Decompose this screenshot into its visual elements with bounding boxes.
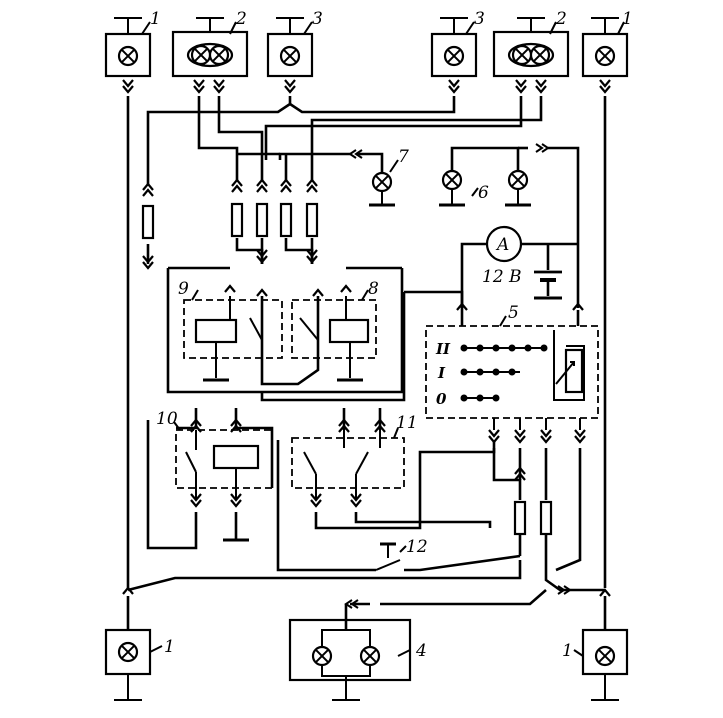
label-battery: 12 B [482, 267, 522, 287]
switch-position-0: 0 [436, 390, 447, 408]
label-button-12: 12 [406, 537, 428, 557]
lamp-2-top-left [171, 17, 249, 94]
relay-10 [175, 429, 273, 542]
label-lamp-7: 7 [398, 147, 409, 167]
label-lamp-1-top-left: 1 [150, 9, 161, 29]
lamps-6 [437, 169, 533, 207]
lamp-1-top-right [581, 17, 629, 94]
wires [126, 96, 607, 630]
switch-position-2: II [435, 340, 451, 358]
label-lamp-3-top-left: 3 [312, 9, 323, 29]
battery [534, 270, 562, 300]
relay-8 [291, 296, 377, 382]
lamp-7 [367, 171, 397, 207]
label-lamp-1-bottom-left: 1 [164, 637, 175, 657]
label-lamp-1-bottom-right: 1 [562, 641, 573, 661]
labels: 1 2 3 3 2 1 7 6 A 12 B 9 8 5 10 11 12 1 … [141, 9, 633, 661]
lamp-1-top-left [104, 17, 152, 94]
lamp-1-bottom-left [104, 628, 152, 701]
label-lamp-3-top-right: 3 [474, 9, 485, 29]
label-relay-9: 9 [178, 279, 189, 299]
connectors [121, 143, 612, 609]
label-lamp-4: 4 [415, 641, 427, 661]
relay-9 [183, 296, 283, 382]
label-switch-5: 5 [508, 303, 519, 323]
lamp-1-bottom-right [581, 628, 629, 701]
label-lamp-1-top-right: 1 [622, 9, 633, 29]
switch-position-1: I [437, 364, 446, 382]
lamp-2-top-right [492, 17, 570, 94]
label-ammeter: A [495, 235, 509, 255]
lamp-3-top-left [266, 17, 314, 94]
lamp-3-top-right [430, 17, 478, 94]
switch-contacts [460, 344, 548, 402]
relay-11 [291, 430, 405, 500]
switch-5 [425, 310, 599, 430]
ammeter [485, 225, 523, 263]
button-12 [375, 542, 401, 571]
label-lamp-2-top-right: 2 [555, 9, 567, 29]
label-relay-10: 10 [156, 409, 178, 429]
label-lamps-6: 6 [478, 183, 489, 203]
lamp-4-bottom [288, 618, 412, 701]
label-relay-8: 8 [368, 279, 379, 299]
label-lamp-2-top-left: 2 [235, 9, 247, 29]
label-relay-11: 11 [396, 413, 418, 433]
